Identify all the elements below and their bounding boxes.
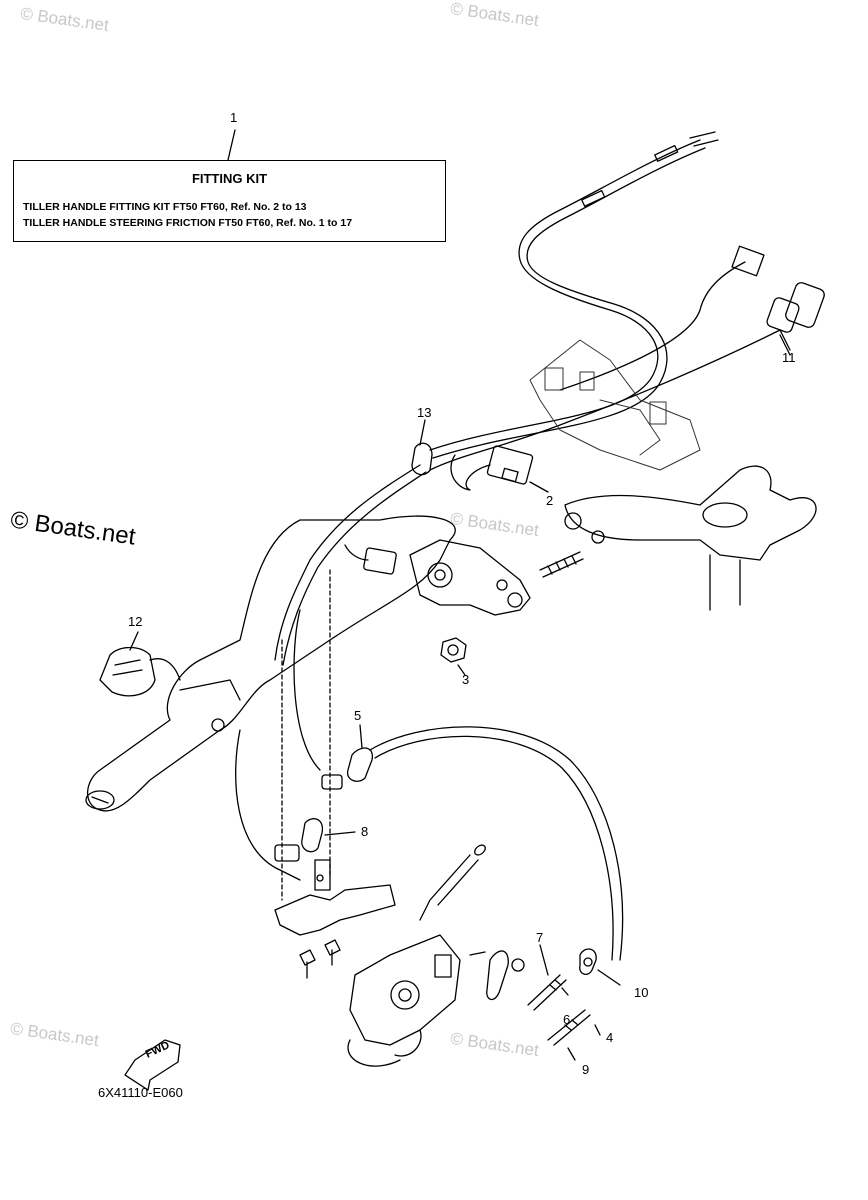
- ref-number-3: 3: [462, 672, 470, 687]
- fwd-arrow: [124, 1039, 181, 1091]
- ref-number-10: 10: [634, 985, 649, 1000]
- fitting-kit-box: FITTING KIT TILLER HANDLE FITTING KIT FT…: [13, 160, 446, 242]
- assembly-lines: [281, 569, 331, 901]
- steering-arm: [564, 465, 817, 611]
- ref-number-13: 13: [417, 405, 432, 420]
- bottom-cowling-bracket: [529, 339, 701, 471]
- tiller-handle-body: [85, 515, 456, 812]
- ref-number-6: 6: [563, 1012, 571, 1027]
- clamp-5: [346, 724, 373, 782]
- stud-bolt: [539, 551, 584, 578]
- harness-upper: [429, 245, 781, 471]
- fitting-kit-title: FITTING KIT: [191, 171, 268, 186]
- ref-number-8: 8: [361, 824, 369, 839]
- throttle-cable-loop: [235, 609, 624, 961]
- ref-number-11: 11: [782, 350, 796, 365]
- rods-and-clips: [527, 944, 621, 1061]
- nut-3: [440, 637, 467, 676]
- leader-1: [227, 129, 236, 161]
- clamp-8: [274, 774, 356, 862]
- fitting-kit-line-1: TILLER HANDLE FITTING KIT FT50 FT60, Ref…: [23, 201, 307, 213]
- ref-number-9: 9: [582, 1062, 590, 1077]
- fitting-kit-line-2: TILLER HANDLE STEERING FRICTION FT50 FT6…: [23, 217, 353, 229]
- connector-body: [344, 544, 397, 575]
- stop-switch-12: [99, 631, 181, 697]
- bracket-plate: [274, 859, 396, 936]
- ref-number-7: 7: [536, 930, 544, 945]
- linkage-assembly: [347, 844, 525, 1067]
- main-switch-connector: [766, 282, 825, 356]
- ref-number-5: 5: [354, 708, 362, 723]
- ref-number-2: 2: [546, 493, 554, 508]
- catalog-code: 6X41110-E060: [98, 1085, 183, 1100]
- leader-11: [779, 329, 791, 351]
- tiller-bracket: [409, 539, 531, 616]
- harness-clamp-13: [411, 419, 433, 476]
- ref-number-12: 12: [128, 614, 143, 629]
- ref-number-4: 4: [606, 1030, 614, 1045]
- connector-2: [450, 445, 549, 493]
- harness-tiller: [274, 464, 427, 666]
- bolts: [299, 939, 341, 979]
- ref-number-1: 1: [230, 110, 238, 125]
- throttle-shift-cables: [429, 131, 719, 459]
